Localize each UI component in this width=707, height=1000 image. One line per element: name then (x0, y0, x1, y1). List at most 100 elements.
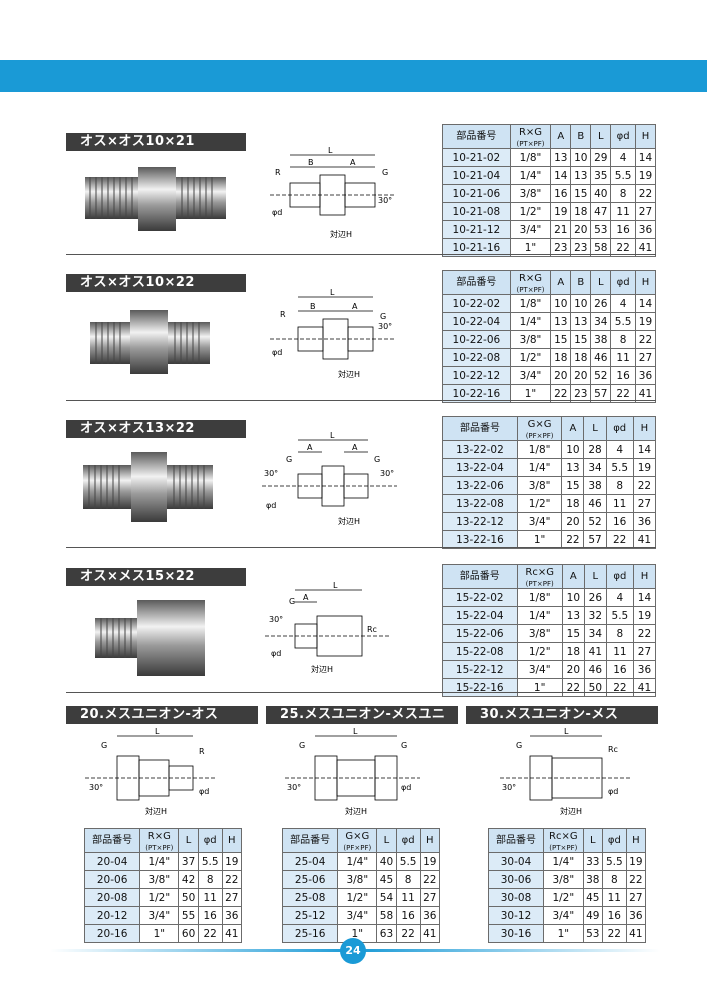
section-title: オス×オス10×22 (66, 274, 246, 292)
dim-hex: 対辺H (338, 369, 360, 379)
dim-angle: 30° (264, 469, 278, 478)
dim-phi-d: φd (199, 787, 209, 796)
divider (66, 254, 656, 255)
dim-A: A (352, 302, 358, 311)
dim-hex: 対辺H (330, 229, 352, 239)
union-drawing: L G R 30° φd 対辺H (85, 728, 215, 816)
dim-R: R (280, 310, 286, 319)
divider (66, 547, 656, 548)
section-title: オス×オス13×22 (66, 420, 246, 438)
dim-A: A (350, 158, 356, 167)
dim-phi-d: φd (401, 783, 411, 792)
dim-angle: 30° (89, 783, 103, 792)
fitting-photo (95, 600, 205, 676)
header-band (0, 60, 707, 92)
section-title: オス×メス15×22 (66, 568, 246, 586)
dim-L: L (564, 728, 569, 736)
dim-Rc: Rc (367, 625, 377, 634)
dim-G: G (299, 741, 305, 750)
fitting-photo (83, 452, 213, 522)
dim-hex: 対辺H (338, 516, 360, 526)
dim-hex: 対辺H (145, 806, 167, 816)
dim-angle: 30° (287, 783, 301, 792)
dim-phi-d: φd (272, 348, 282, 357)
dim-L: L (328, 146, 333, 155)
dim-A: A (352, 443, 358, 452)
dim-angle: 30° (378, 322, 392, 331)
dimension-drawing: L A A G G 30° 30° φd 対辺H (262, 432, 397, 526)
dim-angle: 30° (380, 469, 394, 478)
dim-A: A (303, 593, 309, 602)
dim-angle: 30° (378, 196, 392, 205)
dim-R: R (275, 168, 281, 177)
fitting-photo (85, 167, 226, 231)
dim-phi-d: φd (272, 208, 282, 217)
dim-R: R (199, 747, 205, 756)
page-number: 24 (340, 938, 366, 964)
section-title: オス×オス10×21 (66, 133, 246, 151)
dim-G: G (382, 168, 388, 177)
dim-phi-d: φd (271, 649, 281, 658)
dim-L: L (333, 582, 338, 590)
dim-L: L (353, 728, 358, 736)
section-title: 30.メスユニオン-メス (466, 706, 658, 724)
dim-L: L (330, 432, 335, 440)
dim-angle: 30° (502, 783, 516, 792)
dimension-drawing: L B A R G 30° φd 対辺H (270, 146, 395, 239)
fitting-photo (90, 310, 210, 374)
dim-G: G (289, 597, 295, 606)
dimension-drawing: L A G 30° Rc φd 対辺H (265, 582, 390, 674)
dim-L: L (330, 288, 335, 297)
union-drawing: L G G 30° φd 対辺H (285, 728, 420, 816)
dim-hex: 対辺H (560, 806, 582, 816)
dim-A: A (307, 443, 313, 452)
dim-G: G (374, 455, 380, 464)
dim-B: B (310, 302, 316, 311)
dim-G: G (380, 312, 386, 321)
dim-Rc: Rc (608, 745, 618, 754)
dim-hex: 対辺H (345, 806, 367, 816)
dim-phi-d: φd (266, 501, 276, 510)
divider (66, 400, 656, 401)
